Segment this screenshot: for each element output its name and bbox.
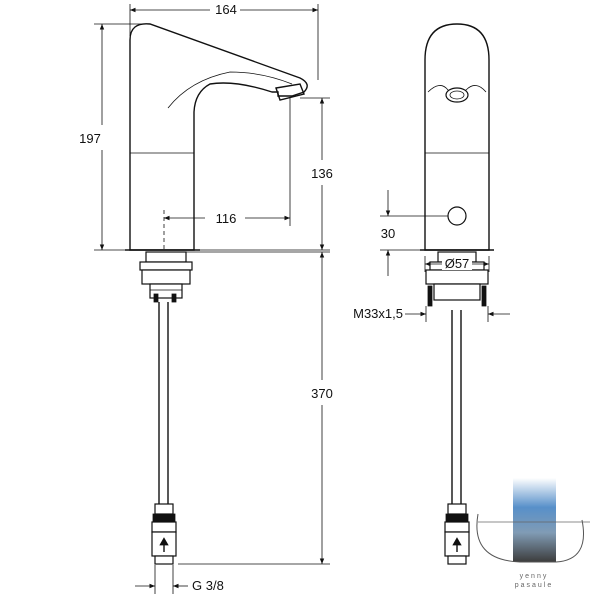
faucet-body-front	[424, 23, 490, 251]
dim-label-30: 30	[381, 226, 395, 241]
dim-hose-length: 370	[178, 251, 333, 565]
dim-overall-height: 197	[79, 23, 150, 251]
dim-label-g38: G 3/8	[192, 578, 224, 593]
dim-spout-reach: 116	[164, 98, 291, 226]
logo-line2: pasaule	[515, 582, 554, 589]
dim-label-136: 136	[311, 166, 333, 181]
front-view	[420, 23, 494, 565]
aerator	[275, 83, 305, 101]
aerator-front	[445, 87, 469, 103]
dim-label-370: 370	[311, 386, 333, 401]
dim-label-diameter: Ø57	[445, 256, 470, 271]
dim-sensor-height: 30	[380, 190, 448, 276]
dim-label-164: 164	[215, 2, 237, 17]
sensor-window	[447, 206, 467, 226]
dim-label-116: 116	[216, 211, 237, 226]
logo-line1: yenny	[520, 573, 549, 580]
dim-thread: M33x1,5	[353, 306, 510, 322]
side-view	[125, 23, 308, 565]
brand-logo: yenny pasaule	[476, 478, 590, 589]
mounting-shank-side	[145, 251, 187, 263]
dim-overall-width: 164	[129, 2, 319, 80]
dim-label-197: 197	[79, 131, 101, 146]
dim-base-diameter: Ø57	[424, 256, 490, 272]
dim-label-thread: M33x1,5	[353, 306, 403, 321]
dim-connection: G 3/8	[135, 565, 224, 594]
dim-spout-height: 136	[200, 97, 333, 251]
